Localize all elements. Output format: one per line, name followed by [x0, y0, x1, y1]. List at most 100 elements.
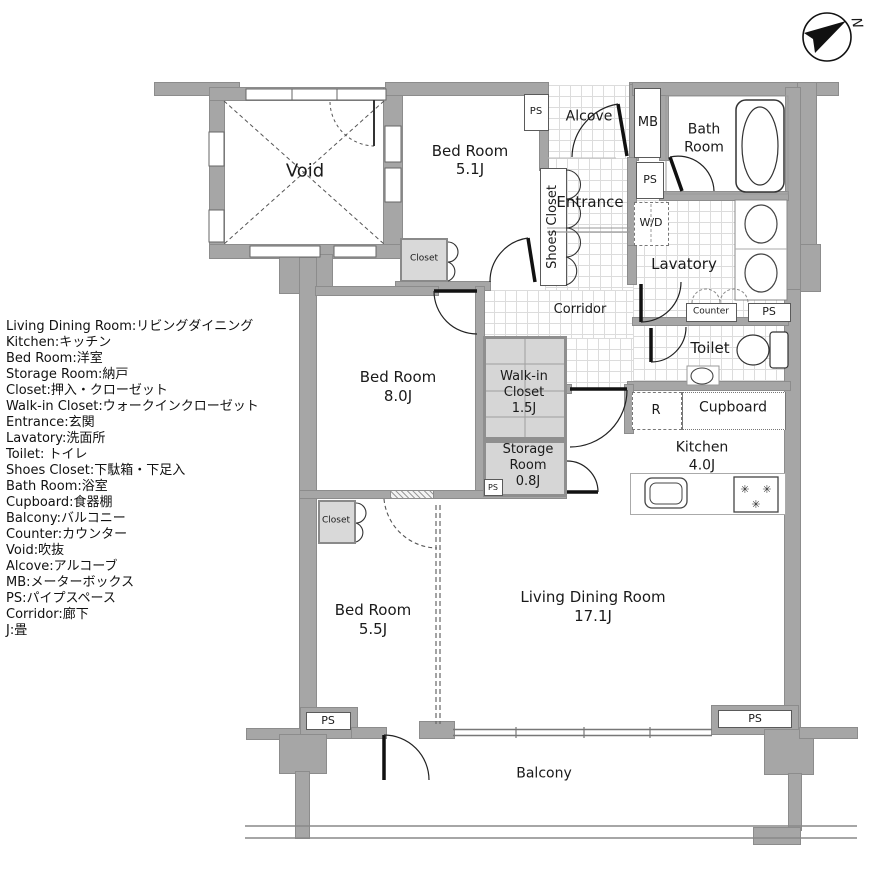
- wall: [627, 381, 791, 391]
- sliding-door: [390, 490, 434, 499]
- cupboard-box: [682, 392, 786, 430]
- legend-line: Cupboard:食器棚: [6, 495, 113, 510]
- wall: [797, 244, 821, 292]
- corridor-floor: [483, 290, 633, 338]
- wall: [209, 87, 389, 101]
- legend-line: Living Dining Room:リビングダイニング: [6, 319, 254, 334]
- ps-label: PS: [529, 105, 543, 117]
- cupboard-label: Cupboard: [699, 399, 767, 416]
- bathroom-label: Bath: [687, 121, 721, 138]
- wall: [395, 281, 491, 291]
- ps-box: [718, 710, 792, 728]
- legend-line: Bed Room:洋室: [6, 351, 103, 366]
- kitchen-counter: [630, 473, 786, 515]
- ps-label: PS: [762, 305, 776, 319]
- ps-label: PS: [643, 173, 657, 187]
- balcony-label: Balcony: [516, 765, 572, 782]
- wall: [785, 87, 801, 293]
- bedroom3-size: 5.5J: [358, 620, 388, 639]
- refrigerator-label: R: [651, 403, 661, 419]
- wall: [246, 728, 304, 740]
- wall: [799, 727, 858, 739]
- wall: [564, 384, 572, 394]
- ps-label: PS: [748, 712, 762, 726]
- compass-icon: [802, 12, 852, 62]
- wall: [627, 157, 637, 247]
- wall: [753, 827, 801, 845]
- walkin-closet-label: Walk-in: [500, 369, 548, 385]
- counter-label: Counter: [693, 306, 729, 317]
- wall: [627, 245, 637, 285]
- compass-north-label: N: [847, 16, 866, 30]
- living-size: 17.1J: [574, 607, 612, 626]
- ps-box: [636, 162, 664, 199]
- wall: [632, 82, 801, 96]
- closet-label: Closet: [409, 253, 439, 264]
- ps-box: [484, 479, 503, 496]
- ps-box: [306, 712, 351, 730]
- legend-line: Storage Room:納戸: [6, 367, 129, 382]
- legend-line: J:畳: [6, 623, 28, 638]
- washer-dryer-label: W/D: [639, 216, 663, 230]
- wall: [784, 289, 801, 739]
- wall: [475, 286, 485, 498]
- legend-line: Balcony:バルコニー: [6, 511, 126, 526]
- wall: [539, 94, 549, 171]
- alcove-label: Alcove: [565, 108, 613, 125]
- bedroom3-label: Bed Room: [334, 601, 412, 620]
- wall: [209, 87, 225, 259]
- wall: [659, 87, 669, 161]
- legend: Living Dining Room:リビングダイニング Kitchen:キッチ…: [6, 319, 259, 639]
- legend-line: Toilet: トイレ: [6, 447, 88, 462]
- refrigerator-box: [632, 392, 682, 430]
- bedroom2-label: Bed Room: [359, 368, 437, 387]
- wall: [315, 286, 439, 296]
- closet-area: [318, 500, 356, 544]
- corridor-label: Corridor: [553, 302, 607, 318]
- corridor-floor: [565, 338, 633, 388]
- mb-label: MB: [637, 115, 659, 131]
- lavatory-label: Lavatory: [651, 255, 717, 274]
- ps-label: PS: [488, 482, 498, 492]
- ps-label: PS: [321, 714, 335, 728]
- walkin-closet-size: 1.5J: [511, 401, 537, 417]
- wall: [351, 727, 387, 739]
- closet-area: [400, 238, 448, 282]
- wall: [279, 734, 327, 774]
- legend-line: Shoes Closet:下駄箱・下足入: [6, 463, 186, 478]
- living-label: Living Dining Room: [520, 588, 666, 607]
- bedroom2-size: 8.0J: [383, 387, 413, 406]
- wall: [659, 191, 789, 201]
- bedroom1-label: Bed Room: [431, 142, 509, 161]
- wall: [624, 384, 634, 434]
- mb-box: [634, 88, 661, 158]
- void-label: Void: [285, 160, 325, 182]
- kitchen-size: 4.0J: [688, 457, 716, 474]
- wall: [295, 771, 310, 839]
- counter-box: [686, 303, 737, 322]
- bedroom1-size: 5.1J: [455, 160, 485, 179]
- legend-line: Closet:押入・クローゼット: [6, 383, 168, 398]
- legend-line: Bath Room:浴室: [6, 479, 108, 494]
- wall: [797, 82, 817, 248]
- legend-line: Walk-in Closet:ウォークインクローゼット: [6, 399, 259, 414]
- entrance-label: Entrance: [556, 193, 624, 212]
- legend-line: Entrance:玄関: [6, 415, 95, 430]
- washer-dryer-box: [634, 202, 669, 246]
- kitchen-label: Kitchen: [675, 439, 729, 456]
- legend-line: Lavatory:洗面所: [6, 431, 106, 446]
- legend-line: Void:吹抜: [6, 543, 65, 558]
- ps-box: [748, 303, 791, 322]
- legend-line: Alcove:アルコーブ: [6, 559, 118, 574]
- legend-line: PS:パイプスペース: [6, 591, 116, 606]
- legend-line: MB:メーターボックス: [6, 575, 135, 590]
- closet-label: Closet: [321, 515, 351, 526]
- ps-box: [524, 94, 549, 131]
- storage-room-label: Room: [509, 458, 547, 474]
- walkin-closet-label: Closet: [503, 385, 545, 401]
- legend-line: Corridor:廊下: [6, 607, 89, 622]
- bathroom-label: Room: [684, 139, 724, 156]
- wall: [385, 82, 549, 96]
- legend-line: Kitchen:キッチン: [6, 335, 112, 350]
